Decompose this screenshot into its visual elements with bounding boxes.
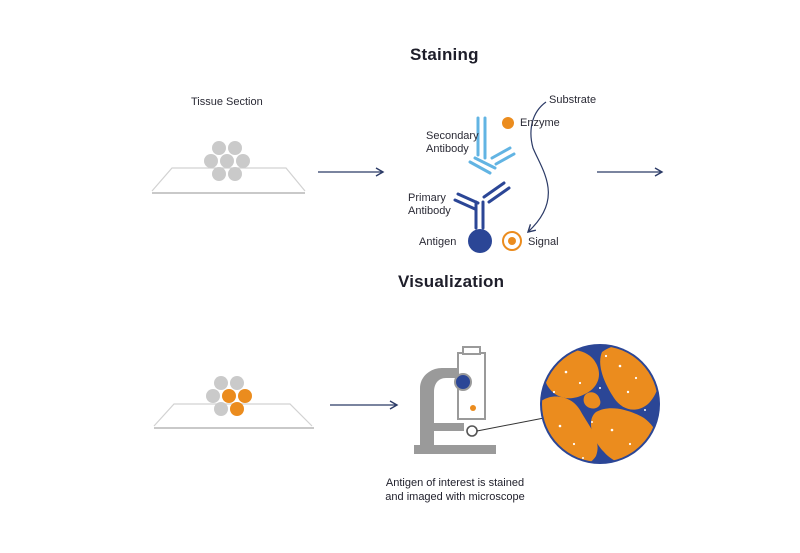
- visualization-caption-line2: and imaged with microscope: [385, 491, 525, 503]
- tissue-cells: [204, 141, 250, 181]
- stained-tissue-slide-icon: [153, 376, 314, 429]
- enzyme-label: Enzyme: [520, 117, 560, 129]
- primary-antibody-label: Primary Antibody: [408, 192, 451, 218]
- visualization-caption-line1: Antigen of interest is stained: [385, 477, 525, 489]
- microscope-icon: [414, 346, 545, 454]
- visualization-caption: Antigen of interest is stained and image…: [360, 476, 550, 504]
- visualization-heading: Visualization: [398, 272, 505, 291]
- tissue-section-label: Tissue Section: [191, 96, 263, 108]
- secondary-antibody-icon: [468, 116, 516, 175]
- antigen-label: Antigen: [419, 236, 457, 248]
- magnified-tissue-icon: [540, 344, 660, 464]
- antigen-icon: [468, 229, 492, 253]
- secondary-antibody-label-line1: Secondary: [426, 130, 479, 142]
- tissue-slide-icon: [151, 141, 306, 194]
- primary-antibody-icon: [453, 181, 511, 230]
- primary-antibody-label-line2: Antibody: [408, 205, 451, 217]
- primary-antibody-label-line1: Primary: [408, 192, 446, 204]
- signal-label: Signal: [528, 236, 559, 248]
- secondary-antibody-label-line2: Antibody: [426, 143, 469, 155]
- staining-heading: Staining: [410, 45, 479, 64]
- secondary-antibody-label: Secondary Antibody: [426, 130, 479, 156]
- enzyme-icon: [502, 117, 514, 129]
- substrate-path: [526, 101, 549, 233]
- signal-icon: [502, 231, 522, 251]
- substrate-label: Substrate: [549, 94, 597, 106]
